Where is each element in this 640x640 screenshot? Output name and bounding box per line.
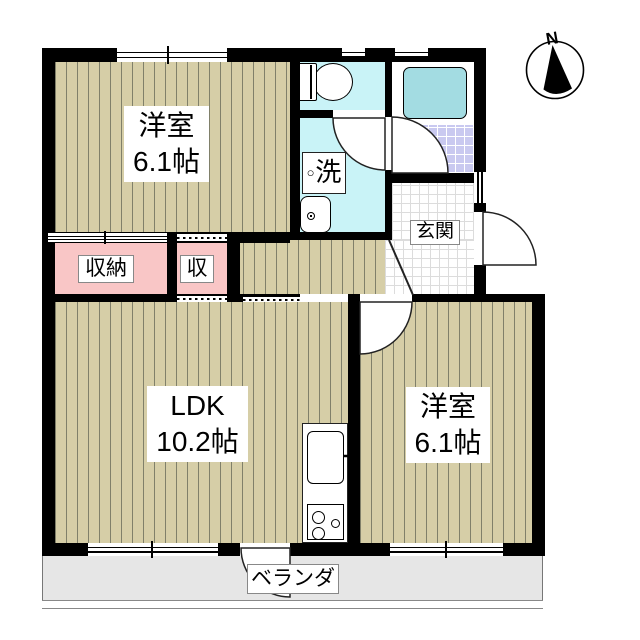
wall-bath-entrance: [385, 173, 486, 183]
entrance-door-swing: [482, 211, 537, 266]
wall-washroom-bottom: [290, 232, 392, 240]
toilet-tank-line: [310, 65, 312, 99]
closet-sliding-door: [48, 233, 167, 242]
corridor-sliding-door: [243, 297, 300, 302]
wall-room2-top: [348, 294, 545, 302]
window-entrance-side: [474, 172, 486, 203]
closet-small-top-opening: [177, 234, 227, 241]
room-size: 6.1帖: [414, 427, 482, 458]
closet-small-text: 収: [186, 257, 208, 281]
compass-circle: [525, 40, 585, 100]
window-ldk-bottom: [88, 543, 218, 556]
toilet-door-gap: [333, 110, 385, 118]
room-name: 洋室: [138, 110, 195, 141]
room-name: LDK: [170, 390, 225, 421]
toilet-fixture-bowl: [313, 63, 353, 101]
closet-small-bottom-opening: [177, 296, 227, 302]
entrance-tile-lower: [385, 240, 474, 295]
room-size: 10.2帖: [156, 426, 239, 457]
room2-door-gap: [360, 294, 412, 302]
washstand-sink: [300, 196, 331, 233]
laundry-label: ○洗: [302, 152, 346, 194]
stove-burner-2: [331, 519, 340, 528]
toilet-fixture-tank: [297, 63, 317, 101]
bathroom-tile-floor: [392, 125, 474, 173]
wall-room1-right: [290, 55, 300, 240]
entrance-door-gap: [474, 212, 486, 265]
closet-small-label: 収: [180, 255, 214, 283]
window-tick: [167, 46, 169, 64]
veranda-label: ベランダ: [247, 564, 339, 594]
veranda-text: ベランダ: [251, 567, 335, 591]
room-size: 6.1帖: [133, 146, 200, 177]
washstand-drain-dot: [310, 215, 312, 217]
window-tick: [151, 541, 153, 558]
kitchen-sink: [307, 431, 344, 484]
wall-closet-divider: [167, 243, 177, 296]
stove-burner-3: [312, 527, 325, 540]
closet-label: 収納: [78, 255, 134, 283]
closet-text: 収納: [85, 257, 127, 281]
ldk-opening: [300, 294, 348, 302]
bathtub: [403, 67, 467, 119]
window-toilet: [342, 48, 365, 56]
stove-burner-1: [312, 511, 325, 524]
north-text: N: [544, 28, 560, 49]
veranda-door-gap: [240, 543, 290, 556]
window-tick: [445, 541, 447, 558]
laundry-marker: ○: [306, 165, 315, 181]
bath-door-gap: [385, 117, 392, 170]
wall-right-lower: [532, 294, 545, 556]
room-name: 洋室: [419, 391, 476, 422]
laundry-text: 洗: [315, 157, 342, 188]
compass-north-label: N: [544, 28, 560, 50]
wall-ldk-room2: [348, 294, 360, 556]
ldk-label: LDK 10.2帖: [147, 386, 248, 462]
entrance-label: 玄関: [410, 220, 460, 245]
window-room1-top: [117, 48, 227, 62]
wall-closet-right: [227, 232, 240, 302]
compass-needle: [543, 45, 572, 95]
closet-door-tick: [104, 231, 106, 244]
veranda-edge: [42, 600, 543, 609]
western-room-1-label: 洋室 6.1帖: [124, 106, 209, 182]
western-room-2-label: 洋室 6.1帖: [406, 387, 490, 463]
entrance-text: 玄関: [415, 221, 454, 243]
corridor-floor: [232, 240, 413, 294]
window-bath: [395, 48, 428, 56]
wall-left: [42, 48, 55, 556]
